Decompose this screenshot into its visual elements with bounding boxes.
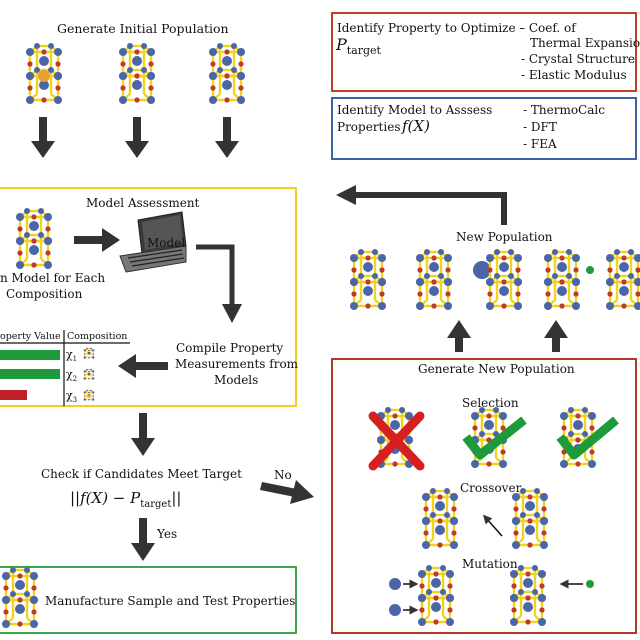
run-model-line-2: Composition bbox=[6, 287, 83, 301]
manufacture-label: Manufacture Sample and Test Properties bbox=[45, 594, 296, 608]
mutation-2 bbox=[510, 565, 594, 626]
property-item-1: - Coef. of bbox=[521, 21, 576, 35]
property-table bbox=[0, 330, 130, 406]
model-func: f(X) bbox=[402, 117, 430, 135]
initial-down-arrows bbox=[31, 117, 239, 158]
model-line-2: Properties bbox=[337, 120, 401, 134]
no-label: No bbox=[274, 468, 292, 482]
selection-label: Selection bbox=[462, 396, 519, 410]
model-line-1: Identify Model to Asssess bbox=[337, 103, 493, 117]
initial-structure-3 bbox=[209, 43, 245, 104]
manufacture-box bbox=[0, 566, 297, 634]
selection-accepted-2 bbox=[556, 407, 619, 468]
property-item-4: - Elastic Modulus bbox=[521, 68, 627, 82]
property-title: Identify Property to Optimize - bbox=[337, 21, 524, 35]
model-label: Model bbox=[147, 236, 186, 250]
laptop-icon bbox=[119, 211, 187, 273]
compile-line-3: Models bbox=[214, 373, 259, 387]
initial-structure-1 bbox=[26, 43, 62, 104]
row-label-3: χ3 bbox=[66, 389, 78, 405]
model-box bbox=[331, 97, 637, 160]
yes-arrow bbox=[131, 518, 155, 561]
to-check-arrow bbox=[131, 413, 155, 456]
assessment-structure bbox=[16, 208, 52, 269]
model-item-2: - DFT bbox=[523, 120, 557, 134]
model-to-compile-arrow bbox=[196, 244, 235, 306]
compile-line-2: Measurements from bbox=[175, 357, 299, 371]
property-item-2: Thermal Expansion bbox=[530, 36, 640, 50]
check-formula: ||f(X) − Ptarget|| bbox=[70, 489, 182, 510]
bar-chi-2 bbox=[0, 369, 60, 379]
table-header-comp: Composition bbox=[67, 331, 128, 342]
bar-chi-1 bbox=[0, 350, 60, 360]
population-feedback-arrow bbox=[352, 192, 507, 225]
up-arrows bbox=[447, 320, 568, 352]
table-header-value: operty Value bbox=[0, 331, 61, 342]
row-label-2: χ2 bbox=[66, 368, 78, 384]
selection-accepted-1 bbox=[462, 407, 527, 468]
compile-to-table-arrow bbox=[118, 354, 168, 378]
crossover-parent bbox=[512, 488, 548, 549]
property-box bbox=[331, 12, 637, 92]
mutation-label: Mutation bbox=[462, 557, 518, 571]
crossover-label: Crossover bbox=[460, 481, 522, 495]
generate-new-population-box bbox=[331, 358, 637, 634]
no-arrow bbox=[260, 480, 314, 504]
model-item-3: - FEA bbox=[523, 137, 557, 151]
initial-structure-2 bbox=[119, 43, 155, 104]
assessment-title: Model Assessment bbox=[86, 196, 200, 210]
generate-initial-label: Generate Initial Population bbox=[57, 21, 229, 36]
row-label-1: χ1 bbox=[66, 348, 78, 364]
new-population-structures bbox=[350, 249, 640, 310]
model-assessment-box bbox=[0, 187, 297, 407]
compile-line-1: Compile Property bbox=[176, 341, 284, 355]
run-model-line-1: n Model for Each bbox=[0, 271, 106, 285]
property-symbol: Ptarget bbox=[336, 35, 381, 58]
selection-rejected bbox=[368, 407, 425, 471]
new-population-label: New Population bbox=[456, 230, 553, 244]
to-model-arrow bbox=[74, 228, 120, 252]
model-item-1: - ThermoCalc bbox=[523, 103, 605, 117]
yes-label: Yes bbox=[157, 527, 178, 541]
manufacture-structure bbox=[2, 567, 38, 628]
property-item-3: - Crystal Structure bbox=[521, 52, 635, 66]
mutation-1 bbox=[389, 565, 454, 626]
crossover-child bbox=[422, 488, 458, 549]
bar-chi-3 bbox=[0, 390, 27, 400]
generate-new-title: Generate New Population bbox=[418, 362, 575, 376]
check-title: Check if Candidates Meet Target bbox=[41, 467, 242, 481]
